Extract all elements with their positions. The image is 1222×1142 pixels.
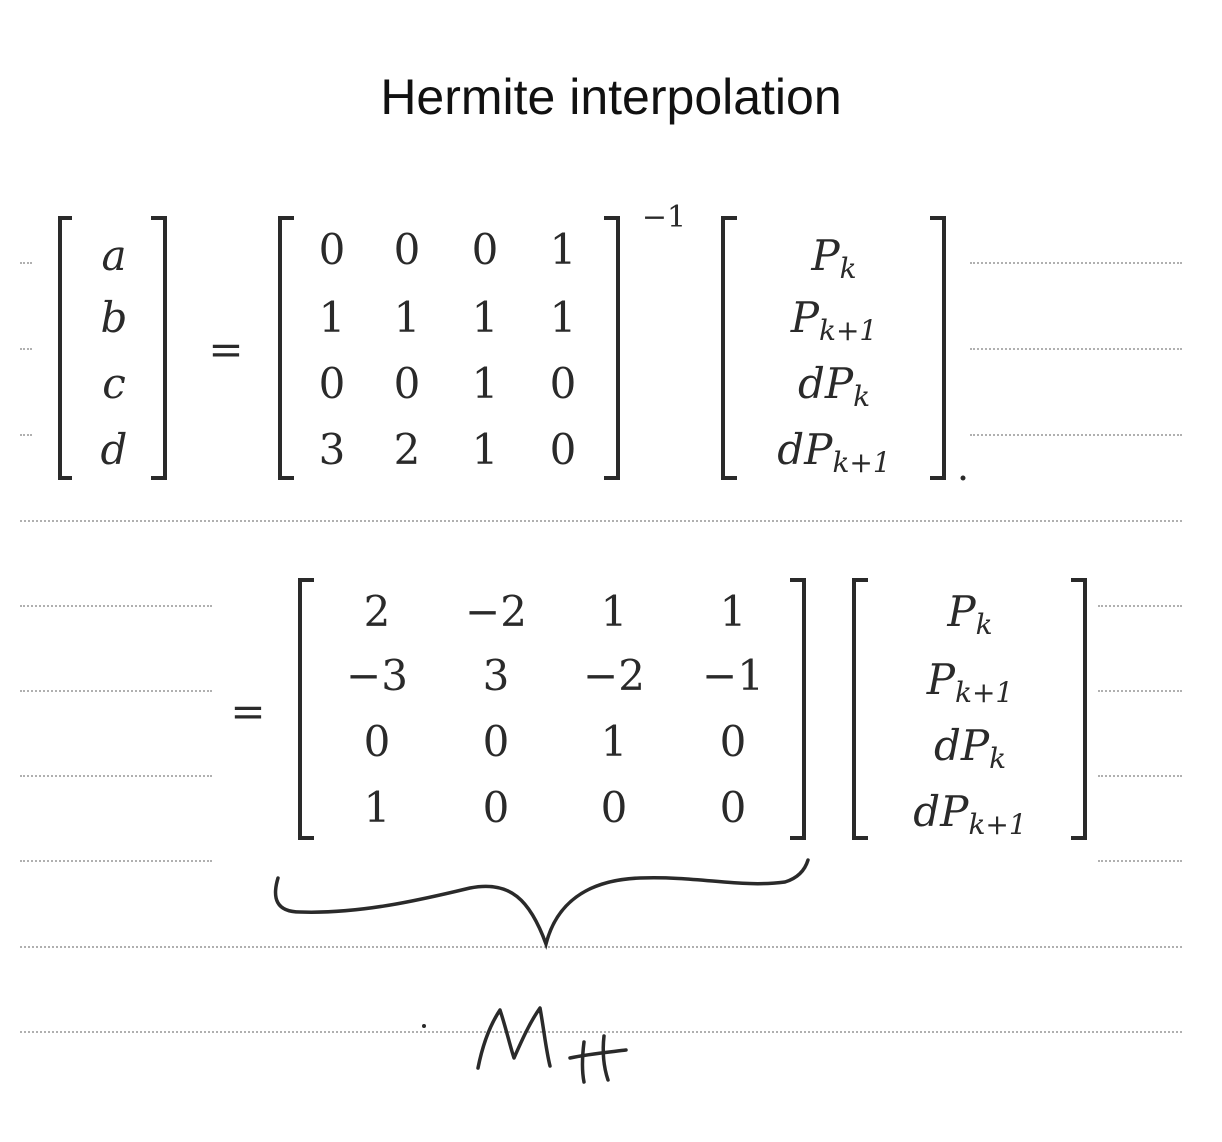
matrix1-cell: 0 [318, 225, 346, 274]
inverse-exponent: −1 [641, 200, 687, 235]
equals-sign: = [208, 325, 244, 374]
ruled-line [20, 262, 32, 264]
ruled-line [1098, 860, 1182, 862]
ruled-line [20, 520, 1182, 522]
ruled-line [1098, 690, 1182, 692]
matrix2-cell: 0 [719, 717, 747, 766]
ruled-line [20, 605, 212, 607]
matrix2-cell: 1 [600, 587, 628, 636]
matrix1-cell: 1 [471, 293, 499, 342]
handwritten-label-icon [476, 1006, 628, 1084]
matrix1-cell: 2 [393, 425, 421, 474]
page-title: Hermite interpolation [380, 69, 842, 125]
ruled-line [1098, 605, 1182, 607]
matrix2-cell: 0 [482, 717, 510, 766]
ink-dot [422, 1024, 426, 1028]
left-bracket [852, 578, 868, 840]
ruled-line [20, 860, 212, 862]
matrix2-cell: 0 [482, 783, 510, 832]
ruled-line [20, 1031, 1182, 1033]
matrix2-cell: 2 [363, 587, 391, 636]
ruled-line [970, 262, 1182, 264]
right-bracket [930, 216, 946, 480]
ruled-line [20, 775, 212, 777]
matrix2-cell: 0 [600, 783, 628, 832]
matrix1-cell: 0 [471, 225, 499, 274]
rhs2-entry: Pk [947, 587, 993, 641]
ruled-line [20, 348, 32, 350]
rhs1-entry: dPk+1 [777, 425, 891, 479]
ruled-line [1098, 775, 1182, 777]
lhs-b: b [100, 293, 128, 342]
rhs1-entry: dPk [797, 359, 871, 413]
left-bracket [58, 216, 72, 480]
matrix1-cell: 0 [549, 359, 577, 408]
lhs-c: c [102, 359, 126, 408]
matrix1-cell: 1 [318, 293, 346, 342]
rhs1-entry: Pk [811, 231, 857, 285]
matrix1-cell: 0 [318, 359, 346, 408]
right-bracket [1071, 578, 1087, 840]
rhs2-entry: dPk+1 [913, 787, 1027, 841]
matrix2-cell: −2 [583, 651, 645, 700]
matrix1-cell: 1 [549, 293, 577, 342]
rhs1-entry: Pk+1 [790, 293, 878, 347]
matrix2-cell: 1 [719, 587, 747, 636]
matrix1-cell: 0 [549, 425, 577, 474]
matrix2-cell: 3 [482, 651, 510, 700]
ruled-line [20, 434, 32, 436]
ruled-line [970, 434, 1182, 436]
ruled-line [970, 348, 1182, 350]
ruled-line [20, 946, 1182, 948]
left-bracket [721, 216, 737, 480]
period-mark [960, 475, 966, 481]
lhs-d: d [100, 425, 128, 474]
rhs2-entry: dPk [933, 721, 1007, 775]
matrix2-cell: −1 [702, 651, 764, 700]
lhs-a: a [101, 231, 127, 280]
matrix2-cell: 1 [600, 717, 628, 766]
matrix2-cell: −2 [465, 587, 527, 636]
left-bracket [298, 578, 314, 840]
left-bracket [278, 216, 294, 480]
right-bracket [604, 216, 620, 480]
matrix2-cell: −3 [346, 651, 408, 700]
ruled-line [20, 690, 212, 692]
rhs2-entry: Pk+1 [926, 655, 1014, 709]
matrix1-cell: 0 [393, 225, 421, 274]
matrix1-cell: 0 [393, 359, 421, 408]
matrix1-cell: 1 [471, 359, 499, 408]
matrix1-cell: 1 [393, 293, 421, 342]
matrix2-cell: 1 [363, 783, 391, 832]
matrix2-cell: 0 [363, 717, 391, 766]
matrix2-cell: 0 [719, 783, 747, 832]
matrix1-cell: 1 [549, 225, 577, 274]
equals-sign: = [230, 687, 266, 736]
matrix1-cell: 3 [318, 425, 346, 474]
underbrace-icon [273, 858, 810, 950]
right-bracket [790, 578, 806, 840]
matrix1-cell: 1 [471, 425, 499, 474]
right-bracket [151, 216, 167, 480]
